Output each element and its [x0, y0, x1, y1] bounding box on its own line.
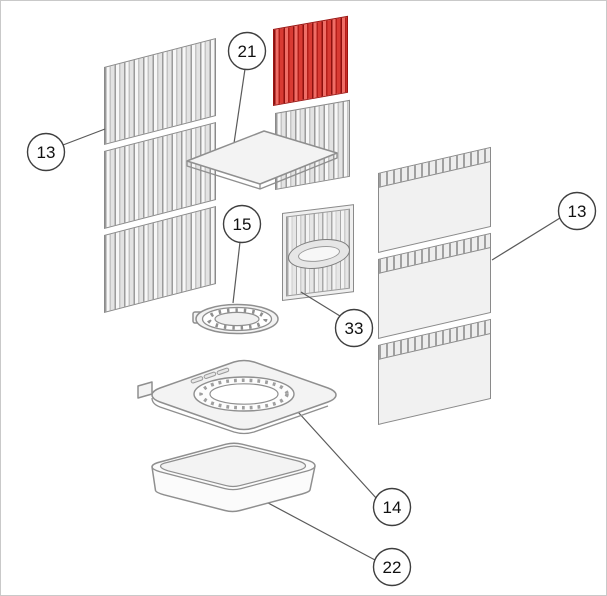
- callout-label: 21: [238, 42, 257, 61]
- baffle-plate-top: [186, 130, 338, 185]
- leader-line-14: [297, 411, 378, 500]
- callout-label: 13: [37, 143, 56, 162]
- callout-13-right: 13: [557, 191, 597, 231]
- callout-circle: [222, 204, 262, 244]
- callout-33: 33: [334, 308, 374, 348]
- pan-opening: [159, 445, 307, 488]
- baffle-plate: [186, 130, 338, 190]
- frame-slot-2: [203, 371, 217, 379]
- callout-circle: [334, 308, 374, 348]
- callout-circle: [26, 132, 66, 172]
- leader-line-13-right: [491, 217, 561, 261]
- baffle-plate-edge: [186, 153, 338, 190]
- frame-opening-slots: [199, 378, 289, 410]
- callout-label: 33: [345, 319, 364, 338]
- leader-line-15: [232, 241, 241, 304]
- callout-15: 15: [222, 204, 262, 244]
- callout-14: 14: [372, 487, 412, 527]
- round-grate: [192, 303, 279, 335]
- callout-label: 15: [233, 215, 252, 234]
- callout-circle: [372, 547, 412, 587]
- leader-line-33: [300, 291, 341, 317]
- callout-circle: [557, 191, 597, 231]
- callout-label: 13: [568, 202, 587, 221]
- callout-label: 14: [383, 498, 402, 517]
- leader-line-13-left: [62, 128, 106, 146]
- leader-line-21: [232, 68, 246, 151]
- frame-thickness: [151, 397, 329, 435]
- grate-center: [214, 311, 260, 327]
- callout-21: 21: [227, 31, 267, 71]
- frame-tab: [137, 381, 153, 399]
- frame-opening: [209, 383, 279, 405]
- pan-rim-lower-edge: [151, 465, 316, 491]
- callout-circle: [372, 487, 412, 527]
- callout-13-left: 13: [26, 132, 66, 172]
- frame-slot-3: [216, 367, 230, 375]
- callout-label: 22: [383, 558, 402, 577]
- callout-circle: [227, 31, 267, 71]
- grate-slots: [206, 308, 268, 330]
- ash-pan: [151, 442, 316, 513]
- grate-frame: [137, 359, 337, 435]
- frame-slot-1: [190, 376, 204, 384]
- callout-22: 22: [372, 547, 412, 587]
